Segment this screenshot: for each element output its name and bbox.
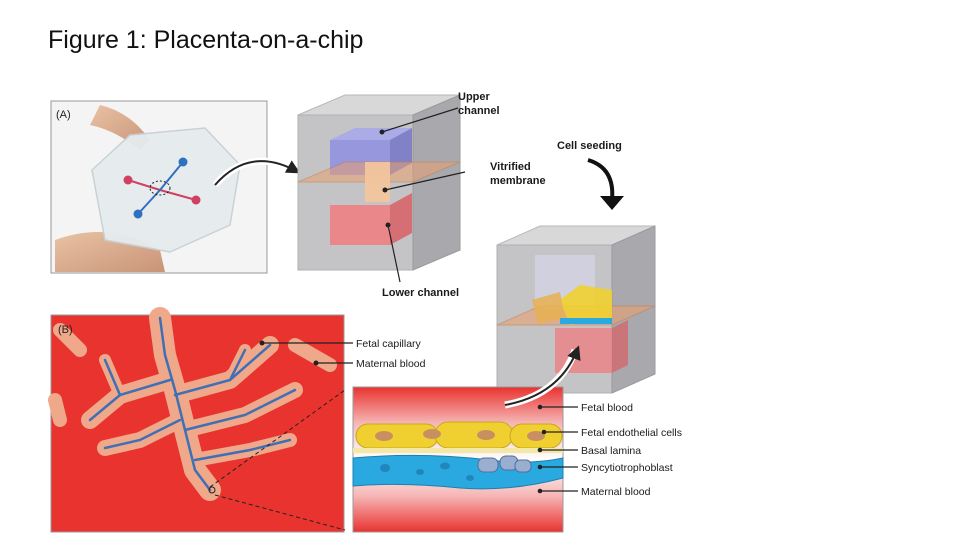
label-upper-channel-2: channel [458, 105, 500, 117]
label-fetal-capillary: Fetal capillary [356, 338, 422, 350]
cross-section-panel [352, 386, 564, 533]
leader-lower-channel [387, 224, 401, 283]
zoom-arrow [214, 160, 301, 186]
mimic-arrow [504, 345, 581, 406]
leader-membrane [384, 171, 466, 191]
cell-seeding-arrow [587, 158, 615, 201]
zoom-line-bottom [214, 494, 346, 531]
basal-lamina-image [353, 448, 563, 453]
figure-title: Figure 1: Placenta-on-a-chip [48, 26, 364, 54]
label-maternal-blood-bottom: Maternal blood [581, 486, 651, 498]
device-cube-2 [496, 225, 656, 394]
chip-photo-panel: (A) [50, 100, 268, 274]
label-upper-channel-1: Upper [458, 91, 491, 103]
label-vitrified-2: membrane [490, 175, 546, 187]
panel-b-tag: (B) [58, 324, 73, 336]
endothelial-cells-image [355, 421, 563, 449]
leader-upper-channel [381, 107, 459, 133]
villous-tree-panel: (B) [48, 307, 345, 533]
label-cell-seeding: Cell seeding [557, 140, 622, 152]
chip-body-image [91, 127, 241, 253]
label-syncytio: Syncytiotrophoblast [581, 462, 673, 474]
label-vitrified-1: Vitrified [490, 161, 531, 173]
label-basal-lamina: Basal lamina [581, 445, 641, 457]
fetal-capillary-image [88, 316, 297, 492]
seeded-endothelial-cells [560, 285, 612, 325]
label-fetal-blood: Fetal blood [581, 402, 633, 414]
label-fetal-endothelial: Fetal endothelial cells [581, 427, 682, 439]
label-maternal-blood-top: Maternal blood [356, 358, 426, 370]
device-cube-1 [297, 94, 461, 271]
label-lower-channel: Lower channel [382, 287, 459, 299]
chip-channels-image [123, 157, 201, 219]
seeded-syncytio-layer [560, 318, 612, 324]
syncytio-nuclei-cluster [477, 455, 532, 473]
panel-a-tag: (A) [56, 109, 71, 121]
lower-channel-block [330, 205, 390, 245]
